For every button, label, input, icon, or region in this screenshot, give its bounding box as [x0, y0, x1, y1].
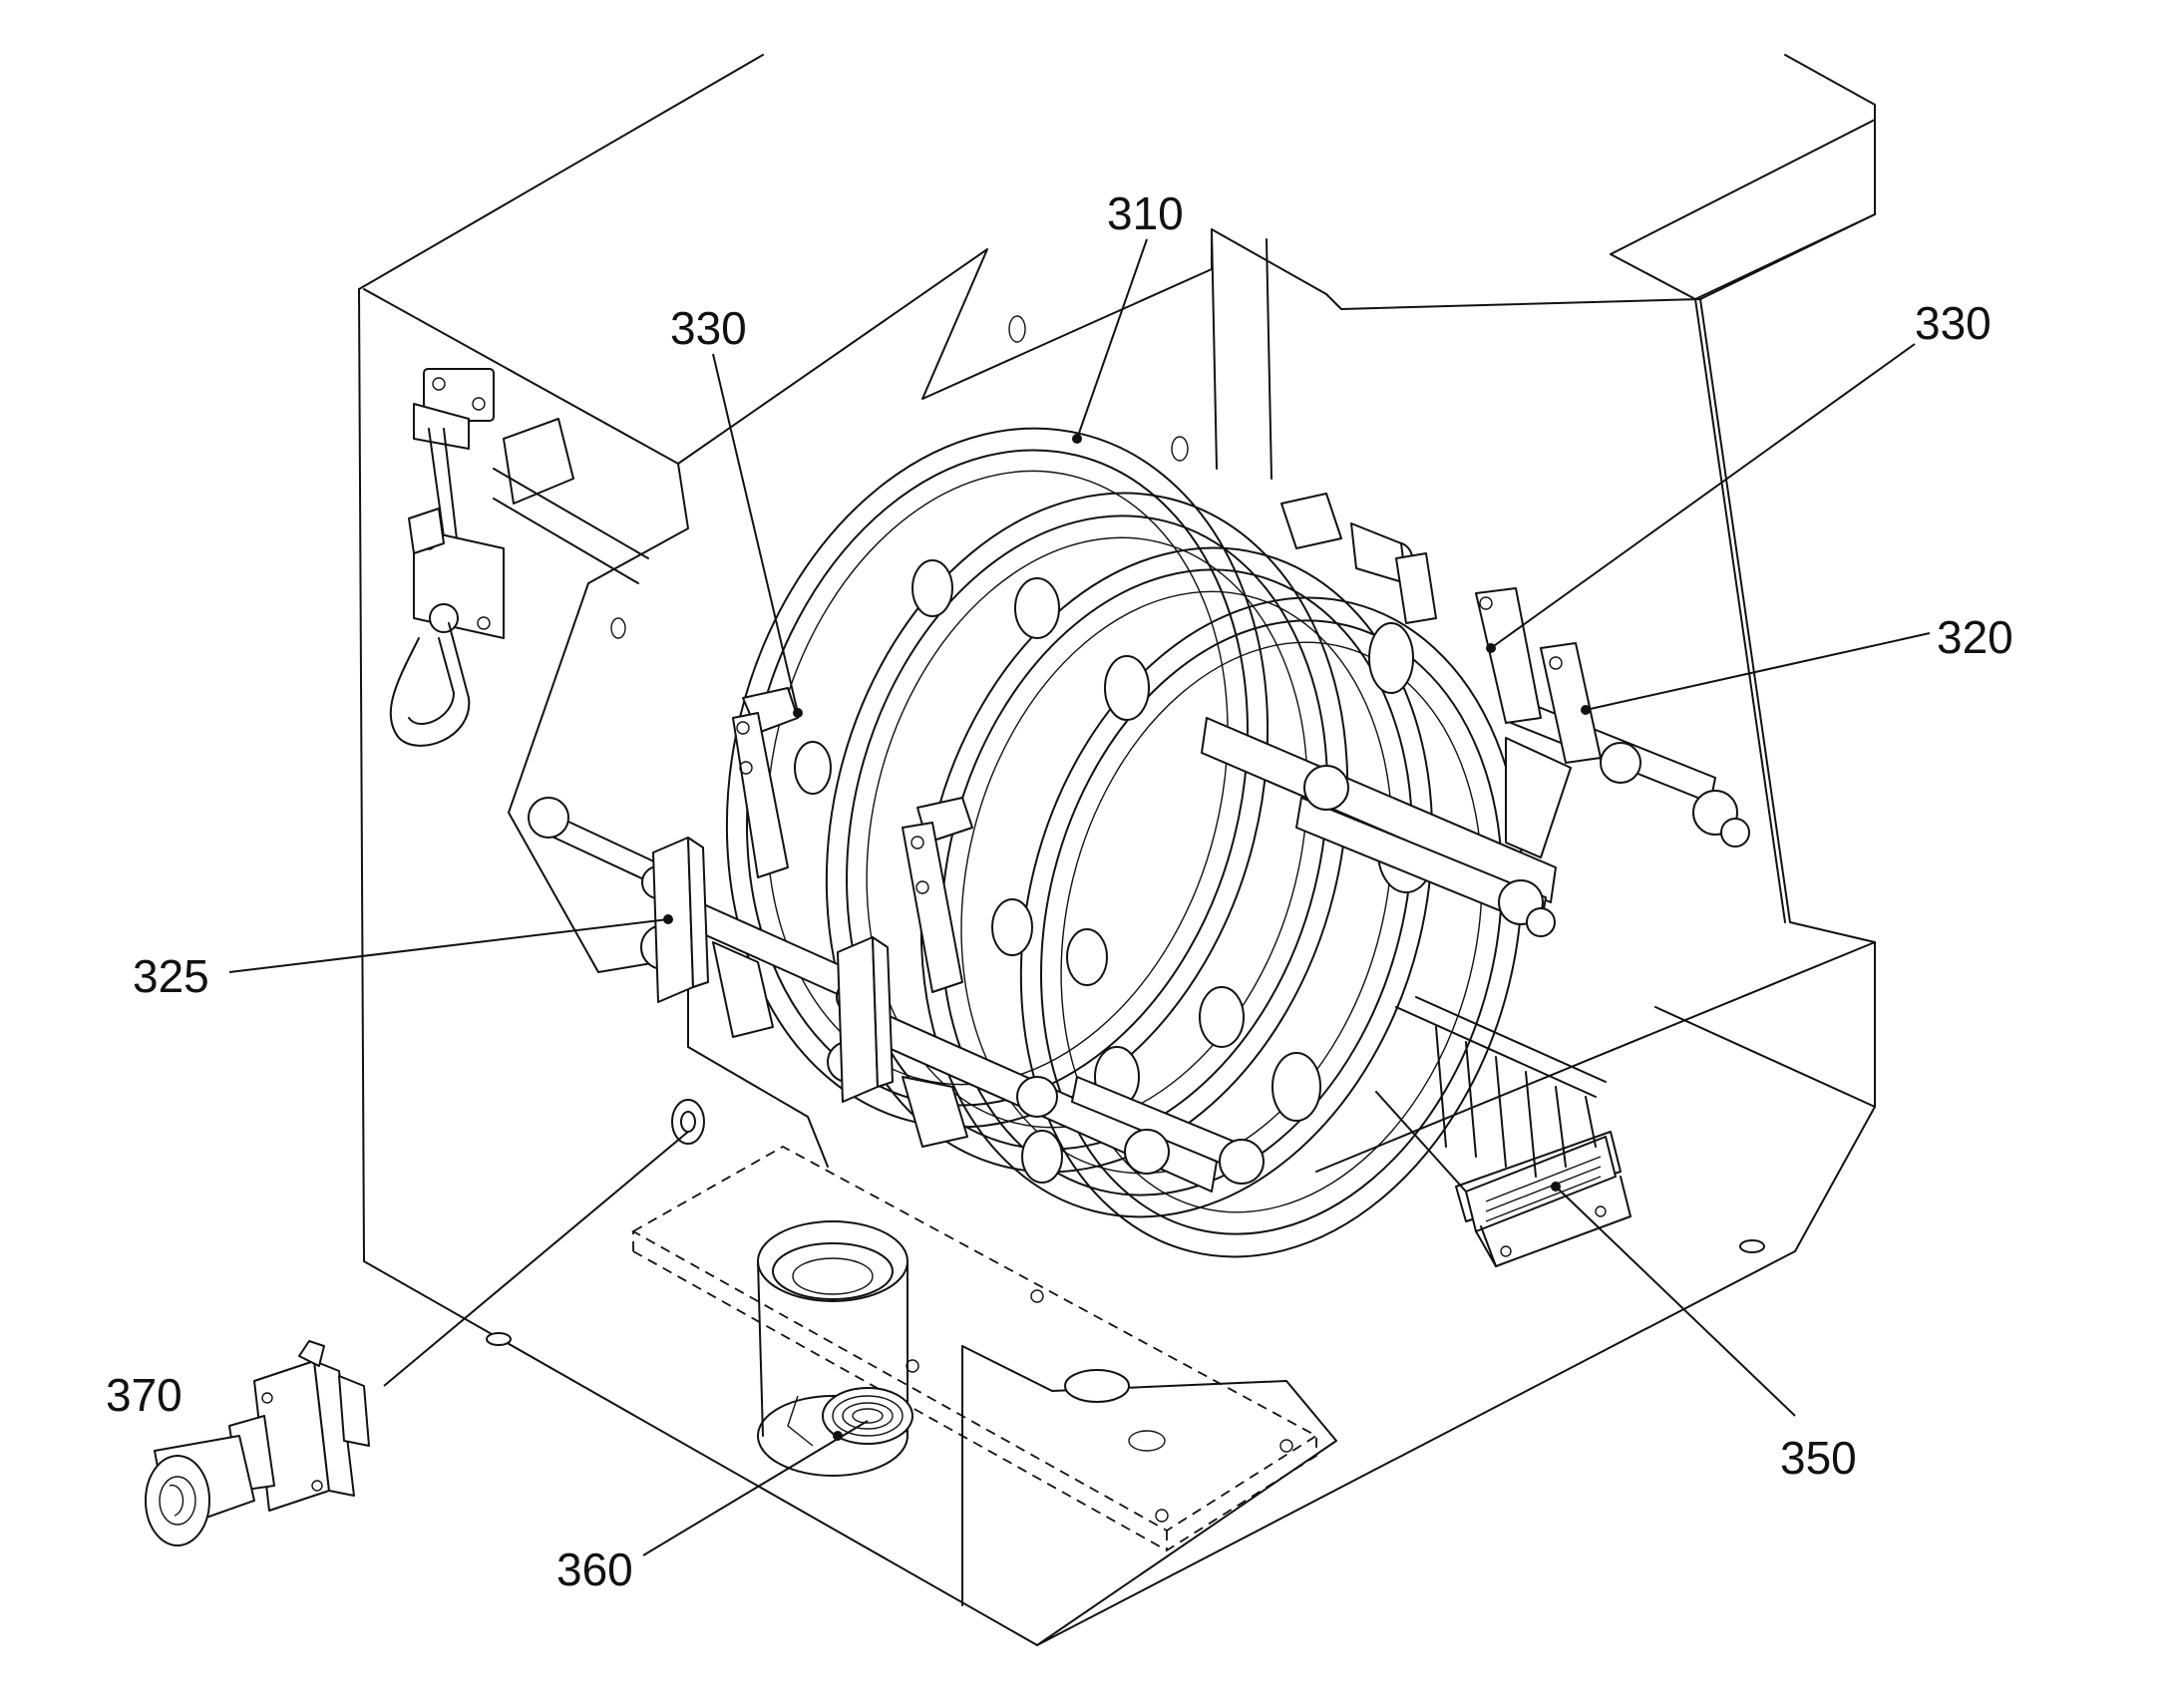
door-latch — [389, 368, 649, 747]
label-310: 310 — [1107, 187, 1184, 239]
coil-ring-assembly — [528, 427, 1750, 1258]
leader-lines — [228, 238, 1931, 1556]
reference-labels: 310 330 330 320 325 370 350 360 — [106, 187, 2013, 1595]
heat-sink — [1375, 996, 1632, 1267]
mount-brackets — [652, 687, 973, 1148]
label-330-left: 330 — [670, 302, 747, 354]
label-360: 360 — [556, 1543, 633, 1595]
cabinet-housing — [358, 54, 1876, 1646]
label-330-right: 330 — [1915, 297, 1992, 349]
buzzer-cylinder — [757, 1220, 913, 1477]
label-350: 350 — [1780, 1432, 1857, 1484]
emergency-stop-button — [145, 1340, 370, 1546]
label-370: 370 — [106, 1369, 182, 1421]
right-brackets — [1280, 493, 1602, 858]
label-325: 325 — [133, 950, 209, 1002]
floor-plate — [631, 1145, 1318, 1552]
label-320: 320 — [1937, 611, 2013, 663]
